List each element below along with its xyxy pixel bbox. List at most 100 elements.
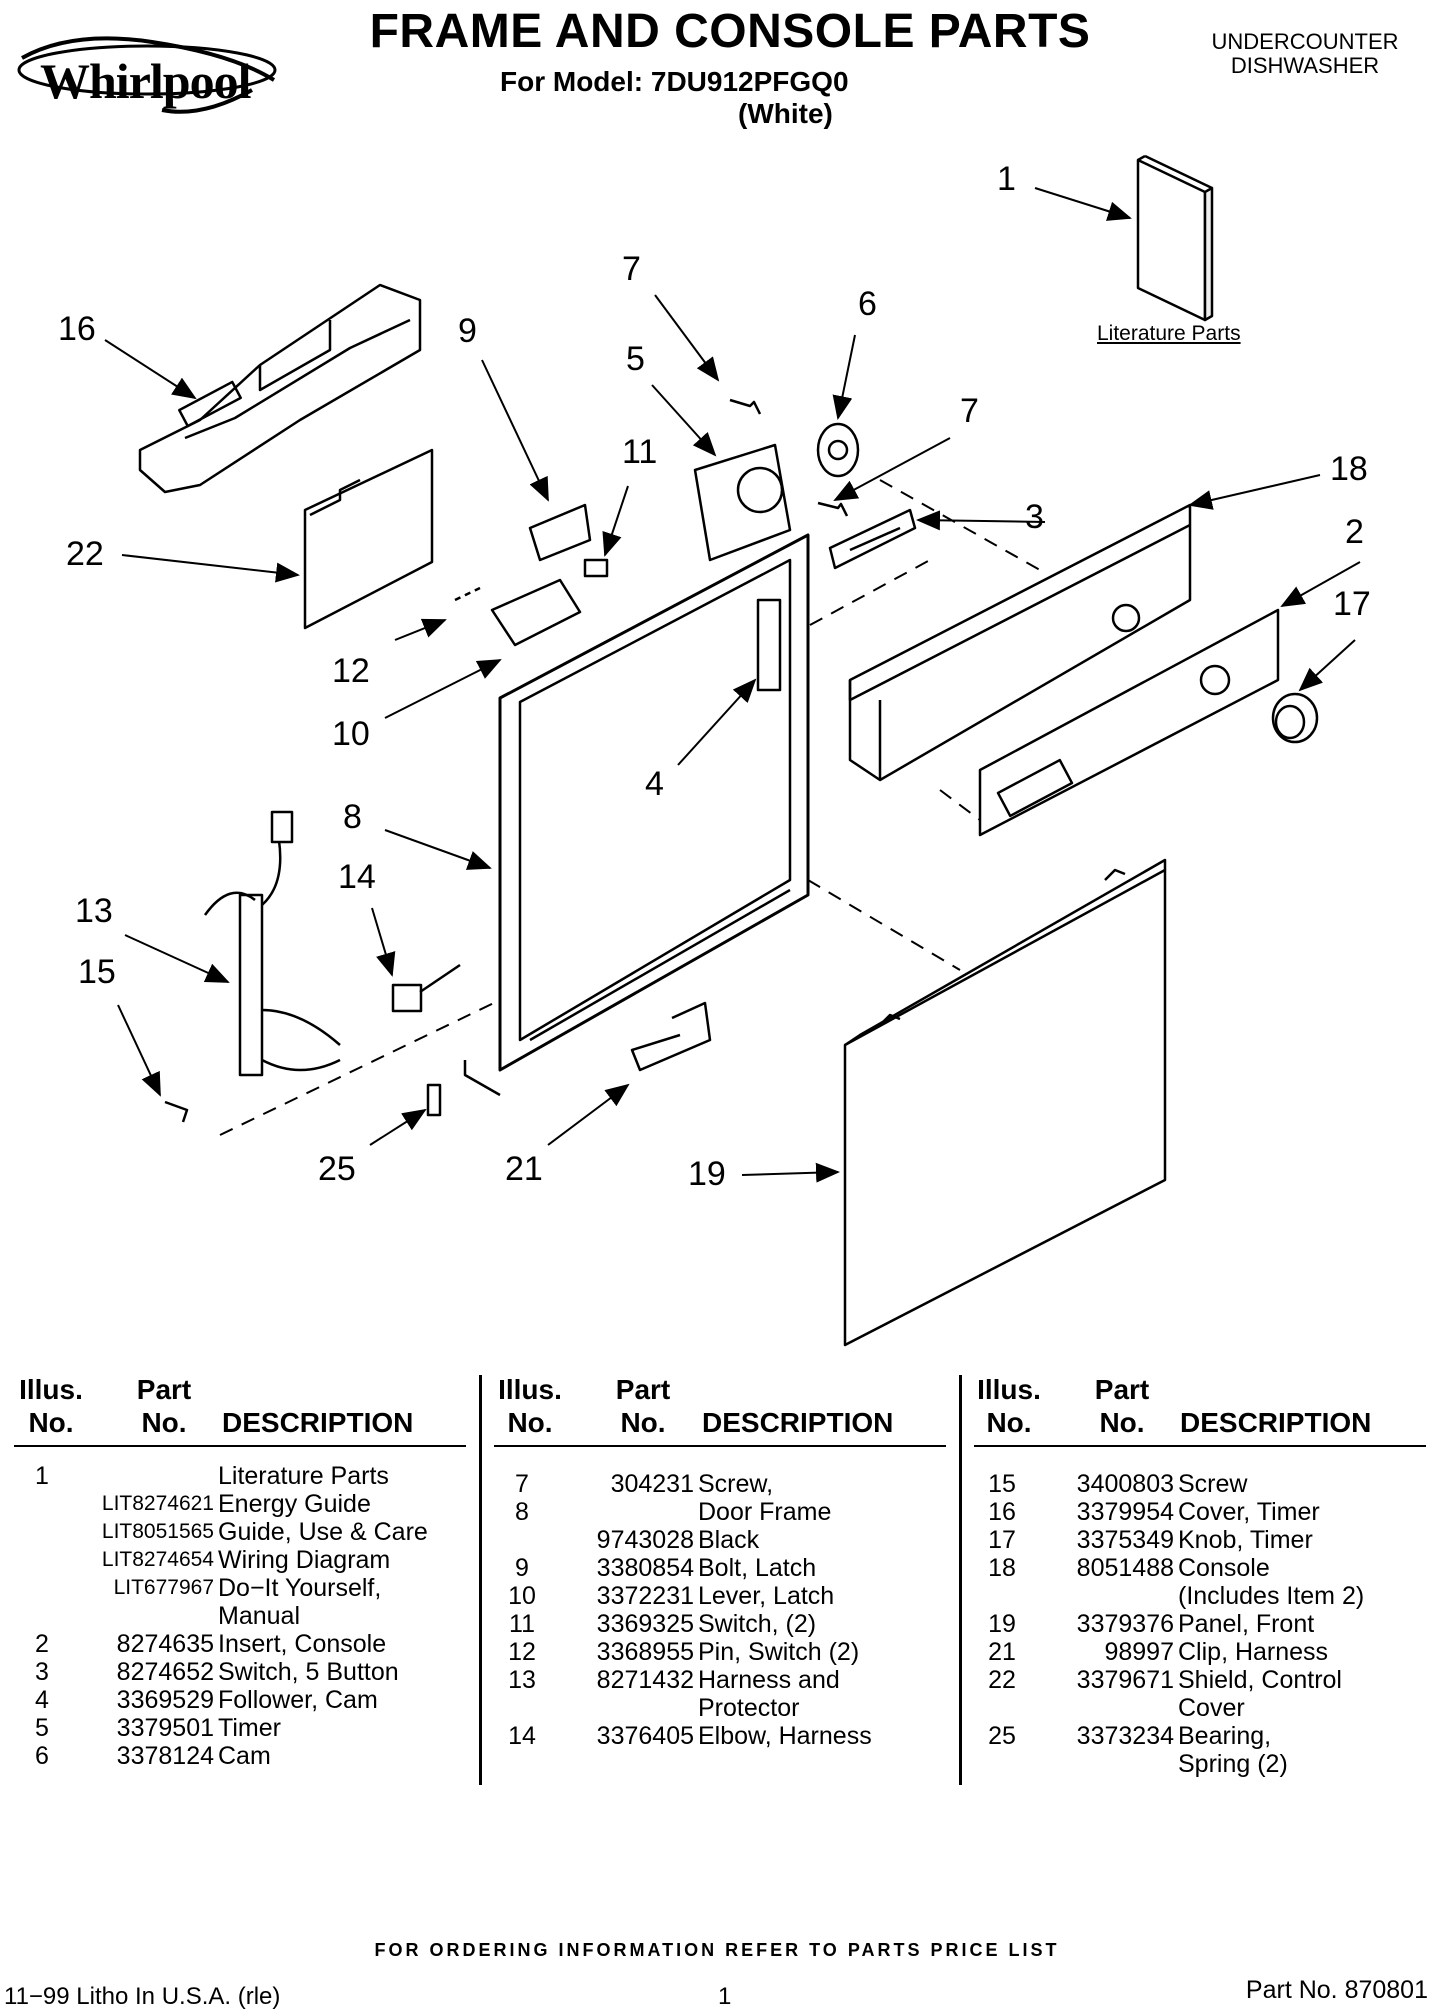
part-no: 98997 bbox=[1104, 1638, 1174, 1666]
table-row: Spring (2) bbox=[974, 1750, 1424, 1778]
part-no: 3400803 bbox=[1076, 1470, 1174, 1498]
assembly-dash-lines bbox=[219, 479, 1041, 1136]
illus-no: 5 bbox=[35, 1714, 49, 1742]
illus-no: 15 bbox=[988, 1470, 1016, 1498]
column-divider-1 bbox=[479, 1375, 482, 1785]
callout-13: 13 bbox=[75, 892, 113, 930]
callout-19: 19 bbox=[688, 1155, 726, 1193]
part-no: LIT8274654 bbox=[101, 1548, 214, 1571]
illus-no: 3 bbox=[35, 1658, 49, 1686]
table-row: (Includes Item 2) bbox=[974, 1582, 1424, 1610]
diagram-drawing bbox=[104, 154, 1361, 1347]
part-description: Literature Parts bbox=[218, 1462, 389, 1490]
part-description: Switch, 5 Button bbox=[218, 1658, 399, 1686]
part-description: Do−It Yourself, bbox=[218, 1574, 382, 1602]
illus-no: 10 bbox=[508, 1582, 536, 1610]
illus-no: 6 bbox=[35, 1742, 49, 1770]
part-description: Door Frame bbox=[698, 1498, 832, 1526]
part-no: 3379376 bbox=[1076, 1610, 1174, 1638]
part-description: Wiring Diagram bbox=[218, 1546, 391, 1574]
console-insert bbox=[978, 608, 1280, 837]
latch-assembly bbox=[454, 503, 609, 647]
callout-18: 18 bbox=[1330, 450, 1368, 488]
part-description: Console bbox=[1178, 1554, 1270, 1582]
illus-no: 18 bbox=[988, 1554, 1016, 1582]
callout-2: 2 bbox=[1345, 513, 1364, 551]
col2-header-desc: DESCRIPTION bbox=[702, 1407, 894, 1438]
part-description: Screw bbox=[1178, 1470, 1248, 1498]
callout-12: 12 bbox=[332, 652, 370, 690]
illus-no: 7 bbox=[515, 1470, 529, 1498]
callout-17: 17 bbox=[1333, 585, 1371, 623]
table-row: 1 Literature Parts bbox=[14, 1462, 464, 1490]
timer-assembly bbox=[693, 398, 860, 562]
five-button-switch bbox=[828, 508, 917, 570]
part-no: 3379501 bbox=[116, 1714, 214, 1742]
illus-no: 1 bbox=[35, 1462, 49, 1490]
illus-no: 17 bbox=[988, 1526, 1016, 1554]
illus-no: 13 bbox=[508, 1666, 536, 1694]
part-description: Lever, Latch bbox=[698, 1582, 835, 1610]
part-description: Switch, (2) bbox=[698, 1610, 817, 1638]
part-no: 8271432 bbox=[596, 1666, 694, 1694]
control-shield bbox=[303, 448, 434, 630]
timer-cover bbox=[138, 283, 422, 494]
illus-no: 22 bbox=[988, 1666, 1016, 1694]
part-description: Knob, Timer bbox=[1178, 1526, 1313, 1554]
part-no: 304231 bbox=[610, 1470, 694, 1498]
part-description: Clip, Harness bbox=[1178, 1638, 1329, 1666]
part-no: 8274635 bbox=[116, 1630, 214, 1658]
category-line-1: UNDERCOUNTER bbox=[1211, 29, 1399, 54]
part-no: 3372231 bbox=[596, 1582, 694, 1610]
part-description: Black bbox=[698, 1526, 760, 1554]
illus-no: 9 bbox=[515, 1554, 529, 1582]
part-no: 3380854 bbox=[596, 1554, 694, 1582]
callout-4: 4 bbox=[645, 765, 664, 803]
col3-header-rule bbox=[974, 1445, 1426, 1447]
callout-11: 11 bbox=[622, 433, 658, 471]
table-row: Manual bbox=[14, 1602, 464, 1630]
product-category: UNDERCOUNTER DISHWASHER bbox=[1190, 30, 1420, 78]
part-description: Panel, Front bbox=[1178, 1610, 1315, 1638]
callout-5: 5 bbox=[626, 340, 645, 378]
part-description: Shield, Control bbox=[1178, 1666, 1342, 1694]
part-description: Bolt, Latch bbox=[698, 1554, 817, 1582]
part-number: Part No. 870801 bbox=[1245, 1976, 1428, 2004]
part-no: 3379954 bbox=[1076, 1498, 1174, 1526]
illus-no: 4 bbox=[35, 1686, 49, 1714]
col1-header-desc: DESCRIPTION bbox=[222, 1407, 414, 1438]
part-no: LIT8274621 bbox=[101, 1492, 214, 1515]
illus-no: 21 bbox=[988, 1638, 1016, 1666]
part-no: 3368955 bbox=[596, 1638, 694, 1666]
callout-9: 9 bbox=[458, 312, 477, 350]
leader-arrows bbox=[104, 187, 1361, 1183]
logo-swirl-icon bbox=[17, 36, 277, 114]
front-panel bbox=[843, 858, 1167, 1347]
illus-no: 19 bbox=[988, 1610, 1016, 1638]
part-description: Cam bbox=[218, 1742, 271, 1770]
model-line: For Model: 7DU912PFGQ0 bbox=[500, 66, 849, 97]
col1-header-illus: Illus.No. bbox=[19, 1374, 83, 1438]
part-description: Manual bbox=[218, 1602, 300, 1630]
col3-header-desc: DESCRIPTION bbox=[1180, 1407, 1372, 1438]
callout-7-top: 7 bbox=[622, 250, 641, 288]
callout-16: 16 bbox=[58, 310, 96, 348]
